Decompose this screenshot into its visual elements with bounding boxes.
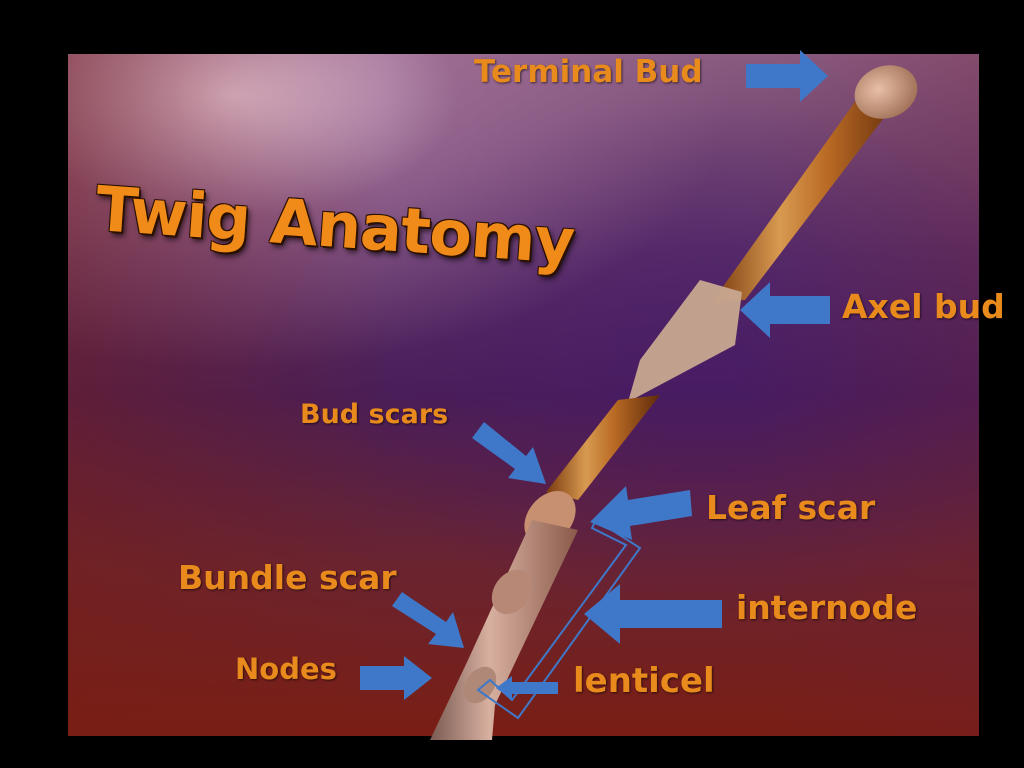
node-swelling: [491, 569, 533, 615]
twig-axillary-region: [628, 280, 742, 402]
arrow-lenticel: [496, 676, 558, 700]
label-axel-bud: Axel bud: [842, 287, 1005, 326]
node-swelling-lower: [463, 666, 497, 704]
twig: [430, 65, 918, 740]
label-terminal-bud: Terminal Bud: [474, 54, 703, 90]
arrow-internode: [584, 584, 722, 644]
twig-middle-stem: [546, 395, 660, 500]
twig-upper-stem: [712, 90, 905, 302]
terminal-bud-shape: [854, 65, 918, 119]
arrow-bud-scars: [472, 422, 546, 484]
arrow-bundle-scar: [392, 592, 464, 648]
label-bundle-scar: Bundle scar: [178, 558, 397, 597]
arrow-nodes: [360, 656, 432, 700]
arrow-leaf-scar: [590, 486, 692, 540]
label-bud-scars: Bud scars: [300, 399, 449, 430]
label-leaf-scar: Leaf scar: [706, 488, 876, 527]
label-lenticel: lenticel: [573, 661, 715, 701]
arrow-terminal-bud: [746, 50, 828, 102]
label-nodes: Nodes: [235, 652, 337, 686]
arrow-axel-bud: [740, 282, 830, 338]
label-internode: internode: [736, 588, 918, 627]
